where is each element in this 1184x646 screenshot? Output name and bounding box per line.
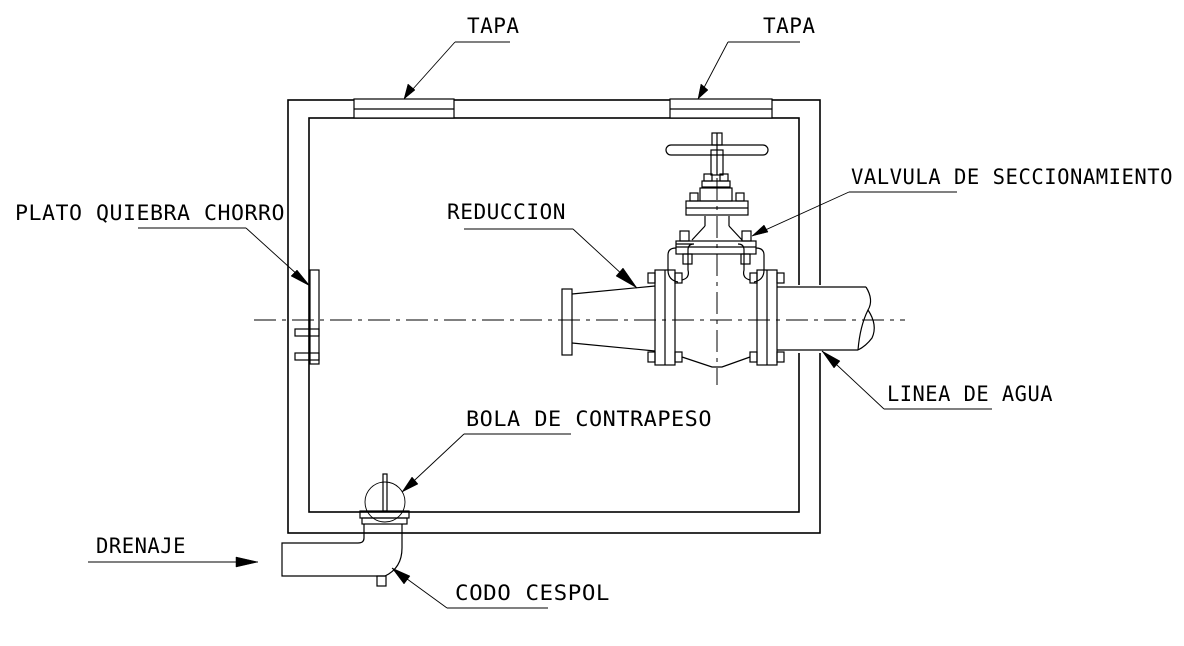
codo-cespol: [281, 524, 403, 587]
label-drenaje: DRENAJE: [96, 534, 186, 558]
leader-tapa-right: [697, 41, 800, 100]
valve-flange-right: [749, 269, 785, 366]
label-reduccion: REDUCCION: [447, 200, 566, 224]
leader-reduccion: [464, 228, 638, 289]
leader-drenaje: [88, 556, 259, 568]
bola-de-contrapeso: [359, 473, 410, 525]
leader-tapa-left: [403, 41, 510, 100]
leader-plato: [138, 227, 311, 287]
label-tapa-right: TAPA: [763, 14, 816, 38]
leader-bola: [401, 433, 571, 493]
label-tapa-left: TAPA: [467, 14, 520, 38]
tapa-left-cover: [353, 98, 455, 119]
leader-codo: [391, 567, 548, 609]
valve-body: [665, 132, 769, 368]
label-bola: BOLA DE CONTRAPESO: [466, 407, 712, 431]
label-plato: PLATO QUIEBRA CHORRO: [15, 201, 285, 225]
leader-valvula: [751, 191, 957, 237]
box-walls: [287, 99, 821, 534]
pipe-wall-penetration: [797, 285, 823, 353]
valve-flange-left: [647, 269, 683, 366]
water-line-pipe: [777, 286, 875, 351]
tapa-right-cover: [669, 98, 773, 119]
leader-linea: [821, 350, 992, 410]
reduccion-fitting: [561, 285, 656, 356]
outer-wall: [287, 99, 821, 534]
label-valvula: VALVULA DE SECCIONAMIENTO: [851, 165, 1173, 189]
inner-wall: [308, 117, 800, 513]
plato-quiebra-chorro: [294, 269, 320, 365]
label-linea: LINEA DE AGUA: [887, 382, 1053, 406]
label-codo: CODO CESPOL: [455, 581, 610, 605]
